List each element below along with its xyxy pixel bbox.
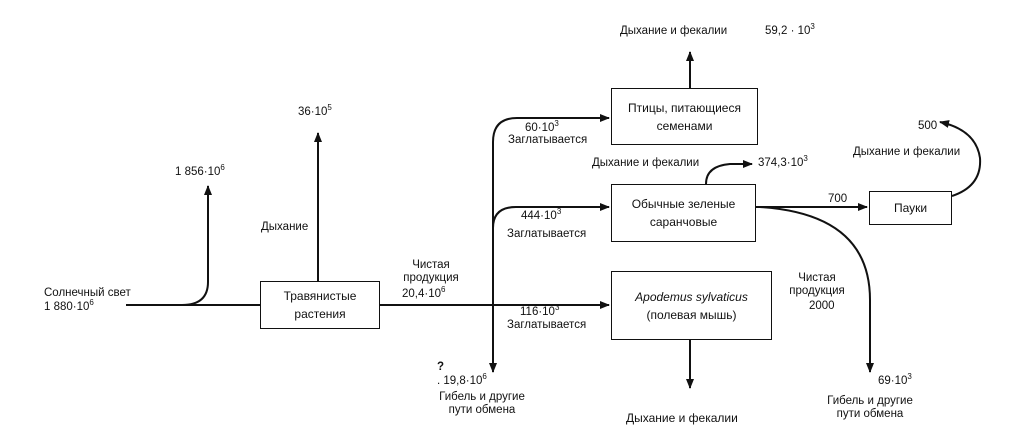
grasshoppers-respiration-value: 374,3·103 xyxy=(758,154,808,170)
grasshoppers-swallowed-value: 444·103 xyxy=(521,207,562,223)
to-grasshoppers-arrow xyxy=(492,203,610,262)
box-birds: Птицы, питающиеся семенами xyxy=(611,88,758,145)
net-production-value: 20,4·106 xyxy=(402,285,446,301)
birds-respiration-value: 59,2 · 103 xyxy=(765,22,815,38)
plants-respiration-value: 36·105 xyxy=(298,103,332,119)
sunlight-value: 1 880·106 xyxy=(44,298,94,314)
spiders-respiration-label: Дыхание и фекалии xyxy=(853,146,961,158)
plants-respiration-label: Дыхание xyxy=(261,221,309,233)
reflected-arrow xyxy=(181,185,212,306)
box-mouse-latin: Apodemus sylvaticus xyxy=(635,289,748,304)
mouse-swallowed-label: Заглатывается xyxy=(507,319,587,331)
spiders-respiration-arrow xyxy=(939,120,982,197)
mouse-net-production-label: Чистая продукция xyxy=(789,272,845,297)
mouse-respiration-label: Дыхание и фекалии xyxy=(626,411,738,425)
box-grasshoppers: Обычные зеленые саранчовые xyxy=(611,184,756,242)
grasshoppers-death-arrow xyxy=(759,206,874,373)
box-spiders: Пауки xyxy=(869,191,952,225)
plants-death-label: Гибель и другие пути обмена xyxy=(439,391,525,416)
grasshoppers-respiration-label: Дыхание и фекалии xyxy=(592,157,700,169)
box-birds-label: Птицы, питающиеся семенами xyxy=(628,100,741,133)
reflected-value: 1 856·106 xyxy=(175,163,225,179)
box-mouse: Apodemus sylvaticus (полевая мышь) xyxy=(611,271,772,340)
plants-death-value: . 19,8·106 xyxy=(437,372,487,388)
spiders-respiration-value: 500 xyxy=(918,120,938,132)
birds-swallowed-label: Заглатывается xyxy=(508,134,588,146)
to-birds-arrow xyxy=(492,114,610,262)
grasshoppers-swallowed-label: Заглатывается xyxy=(507,228,587,240)
birds-respiration-label: Дыхание и фекалии xyxy=(620,25,728,37)
grasshoppers-death-label: Гибель и другие пути обмена xyxy=(827,395,913,420)
box-mouse-russian: (полевая мышь) xyxy=(646,307,737,322)
box-grass-label: Травянистые растения xyxy=(283,289,357,321)
question-mark: ? xyxy=(437,361,445,373)
spiders-input-value: 700 xyxy=(828,193,848,205)
grasshoppers-respiration-arrow xyxy=(705,160,753,185)
mouse-swallowed-value: 116·103 xyxy=(520,303,560,319)
net-production-label: Чистая продукция xyxy=(403,259,459,284)
box-grasshoppers-label: Обычные зеленые саранчовые xyxy=(631,197,736,229)
grasshoppers-death-value: 69·103 xyxy=(878,372,912,388)
sunlight-label: Солнечный свет xyxy=(44,287,131,299)
box-spiders-label: Пауки xyxy=(893,201,928,215)
birds-swallowed-value: 60·103 xyxy=(525,119,559,135)
mouse-net-production-value: 2000 xyxy=(809,300,835,312)
box-grass: Травянистые растения xyxy=(260,281,380,329)
